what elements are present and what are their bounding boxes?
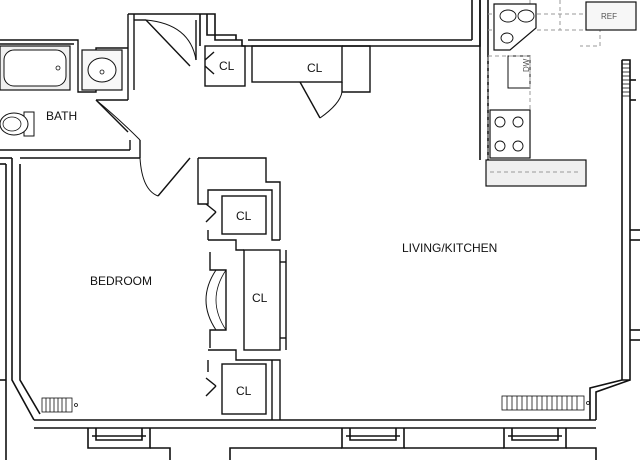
kitchen-radiator — [621, 59, 631, 97]
breakfast-bar — [485, 159, 587, 187]
bedroom-radiator — [41, 397, 78, 413]
bedroom-label: BEDROOM — [90, 274, 152, 288]
living-radiator — [501, 395, 590, 411]
bath-sink — [81, 49, 123, 91]
bath-label: BATH — [46, 109, 77, 123]
closet-label-middle-upper: CL — [236, 209, 252, 223]
dishwasher-label: DW — [522, 58, 531, 72]
top-closets — [204, 45, 371, 119]
refrigerator — [585, 1, 637, 31]
bathtub — [0, 45, 71, 91]
toilet — [0, 111, 35, 137]
bathroom — [0, 13, 200, 159]
kitchen: REF DW — [485, 0, 637, 187]
living-kitchen-label: LIVING/KITCHEN — [402, 241, 497, 255]
partition-closets — [197, 157, 287, 420]
closet-label-bottom: CL — [236, 384, 252, 398]
refrigerator-label: REF — [601, 12, 617, 21]
closet-label-middle-lower: CL — [252, 291, 268, 305]
entry-hall — [139, 19, 197, 197]
closet-label-top-right: CL — [307, 61, 323, 75]
closet-label-top-left: CL — [219, 59, 235, 73]
stove — [489, 109, 531, 159]
